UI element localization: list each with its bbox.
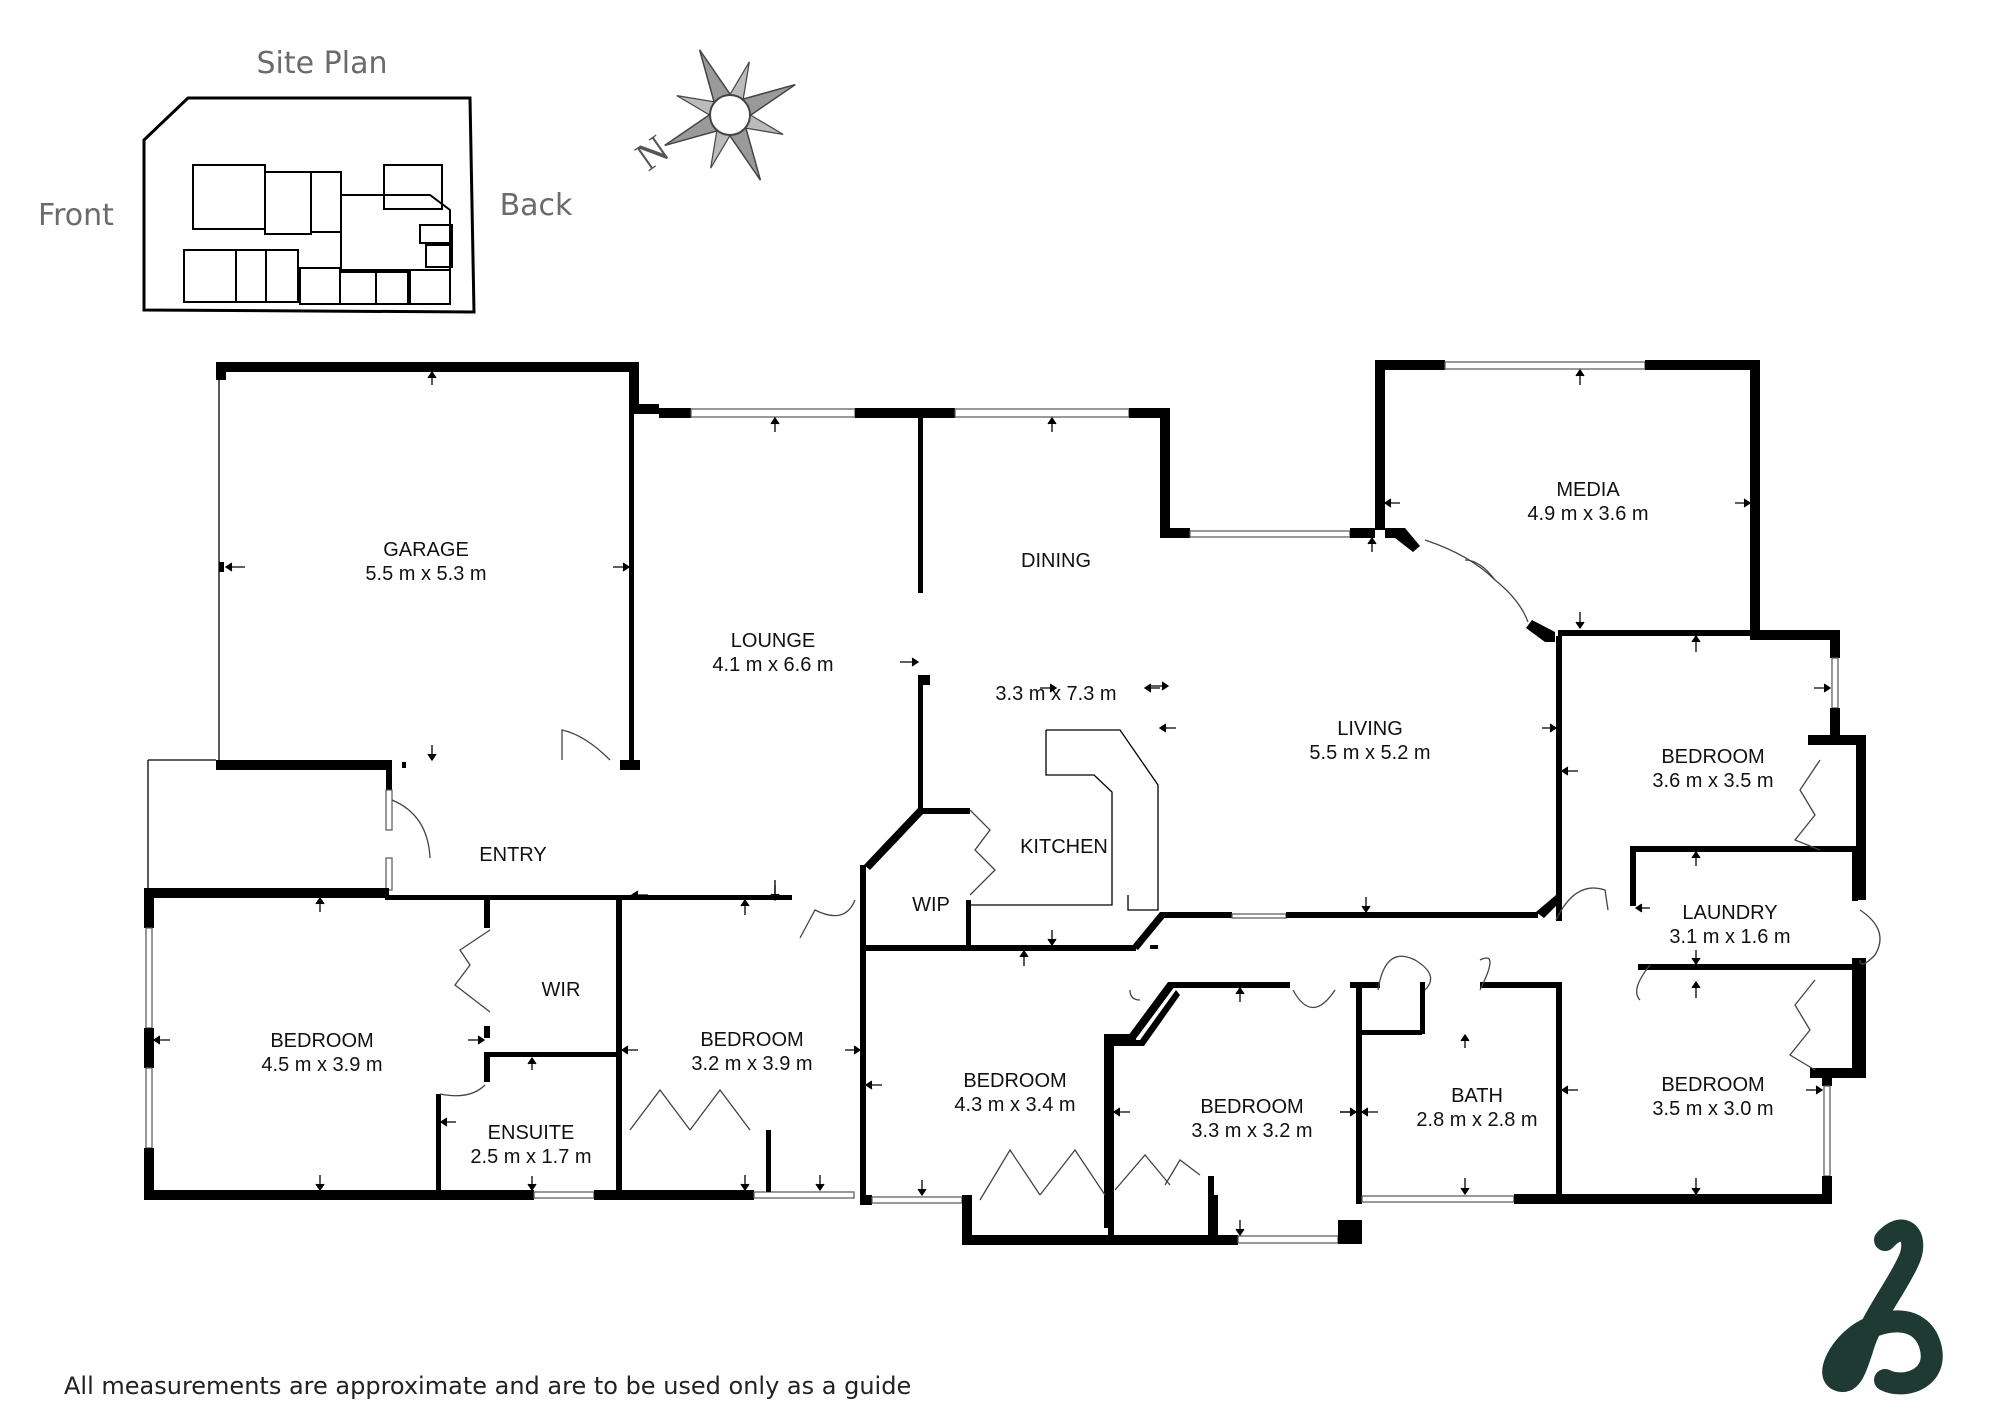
site-plan-title: Site Plan: [257, 46, 388, 81]
room-name: BEDROOM: [700, 1029, 803, 1051]
room-name: ENSUITE: [488, 1122, 575, 1144]
room-name: BATH: [1451, 1085, 1503, 1107]
room-bedroom-2: BEDROOM 3.2 m x 3.9 m: [691, 1029, 812, 1075]
room-wip-label: WIP: [912, 894, 950, 916]
room-kitchen-label: KITCHEN: [1020, 836, 1108, 858]
room-dimensions: 3.6 m x 3.5 m: [1652, 770, 1773, 792]
room-dimensions: 4.3 m x 3.4 m: [954, 1094, 1075, 1116]
room-lounge: LOUNGE 4.1 m x 6.6 m: [712, 630, 833, 676]
room-laundry: LAUNDRY 3.1 m x 1.6 m: [1669, 902, 1790, 948]
room-name: MEDIA: [1556, 479, 1620, 501]
site-plan-thumbnail: [183, 164, 453, 305]
room-dimensions: 4.5 m x 3.9 m: [261, 1054, 382, 1076]
room-name: DINING: [1021, 550, 1091, 572]
room-name: GARAGE: [383, 539, 469, 561]
room-dimensions: 3.5 m x 3.0 m: [1652, 1098, 1773, 1120]
site-plan-back-label: Back: [500, 188, 573, 223]
room-name: LOUNGE: [731, 630, 815, 652]
room-bedroom-5: BEDROOM 3.6 m x 3.5 m: [1652, 746, 1773, 792]
room-dimensions: 3.3 m x 7.3 m: [995, 683, 1116, 705]
measurement-disclaimer: All measurements are approximate and are…: [64, 1372, 911, 1400]
room-name: BEDROOM: [963, 1070, 1066, 1092]
dimension-arrows: [152, 368, 1832, 1237]
wall: [216, 362, 639, 372]
site-plan: Site Plan Front Back: [38, 46, 573, 314]
room-name: LIVING: [1337, 718, 1403, 740]
room-dimensions: 2.5 m x 1.7 m: [470, 1146, 591, 1168]
doors: [391, 539, 1881, 1201]
room-dimensions: 4.9 m x 3.6 m: [1527, 503, 1648, 525]
room-name: BEDROOM: [1661, 746, 1764, 768]
room-dimensions: 5.5 m x 5.2 m: [1309, 742, 1430, 764]
room-living: LIVING 5.5 m x 5.2 m: [1309, 718, 1430, 764]
room-bath: BATH 2.8 m x 2.8 m: [1416, 1085, 1537, 1131]
floor-plan: GARAGE 5.5 m x 5.3 m LOUNGE 4.1 m x 6.6 …: [144, 360, 1881, 1245]
site-boundary: [142, 96, 476, 314]
room-garage: GARAGE 5.5 m x 5.3 m: [365, 539, 486, 585]
room-bedroom-3: BEDROOM 4.3 m x 3.4 m: [954, 1070, 1075, 1116]
room-name: BEDROOM: [1661, 1074, 1764, 1096]
room-dining: DINING 3.3 m x 7.3 m: [995, 550, 1116, 705]
room-bedroom-1: BEDROOM 4.5 m x 3.9 m: [261, 1030, 382, 1076]
room-media: MEDIA 4.9 m x 3.6 m: [1527, 479, 1648, 525]
script-b-logo-icon: [1822, 1219, 1943, 1395]
room-bedroom-6: BEDROOM 3.5 m x 3.0 m: [1652, 1074, 1773, 1120]
site-plan-front-label: Front: [38, 198, 114, 233]
room-dimensions: 5.5 m x 5.3 m: [365, 563, 486, 585]
room-name: BEDROOM: [1200, 1096, 1303, 1118]
room-dimensions: 3.2 m x 3.9 m: [691, 1053, 812, 1075]
room-dimensions: 3.1 m x 1.6 m: [1669, 926, 1790, 948]
room-dimensions: 3.3 m x 3.2 m: [1191, 1120, 1312, 1142]
compass-rose-icon: [664, 49, 796, 181]
room-dimensions: 4.1 m x 6.6 m: [712, 654, 833, 676]
room-bedroom-4: BEDROOM 3.3 m x 3.2 m: [1191, 1096, 1312, 1142]
room-wir-label: WIR: [542, 979, 581, 1001]
room-name: LAUNDRY: [1682, 902, 1777, 924]
room-name: BEDROOM: [270, 1030, 373, 1052]
room-entry-label: ENTRY: [479, 844, 546, 866]
room-ensuite: ENSUITE 2.5 m x 1.7 m: [470, 1122, 591, 1168]
room-dimensions: 2.8 m x 2.8 m: [1416, 1109, 1537, 1131]
compass-north-letter: N: [627, 126, 676, 179]
